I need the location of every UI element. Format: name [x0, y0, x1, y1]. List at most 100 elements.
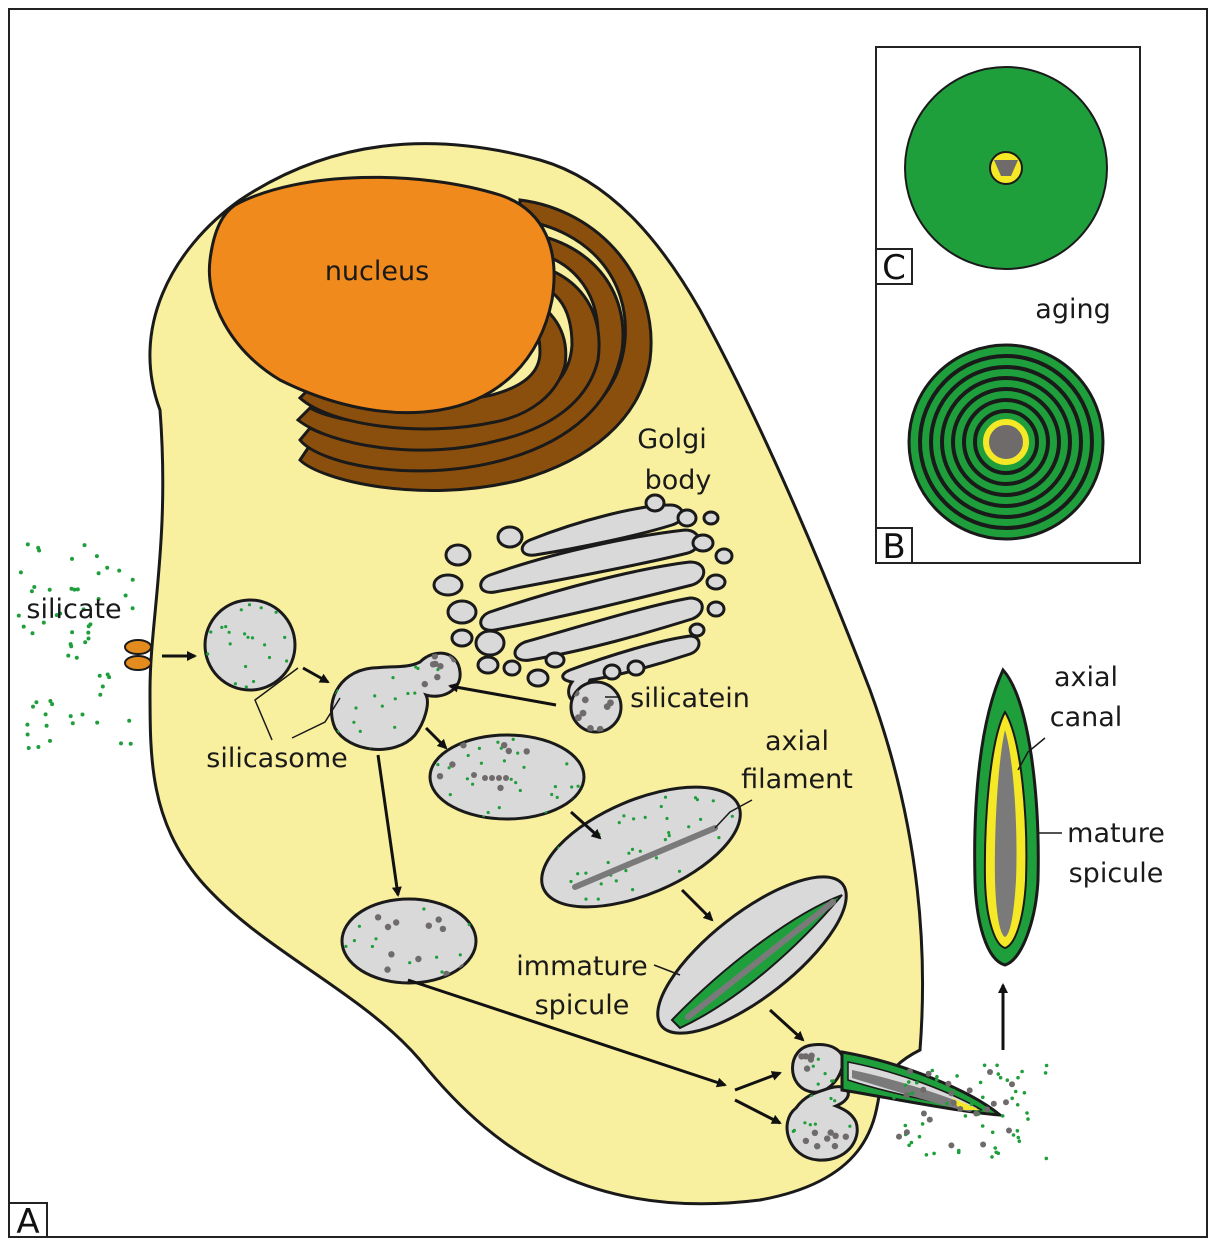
silicate-particle	[26, 542, 30, 546]
silicate-particle	[25, 723, 29, 727]
silica-particle	[1045, 1064, 1049, 1068]
silicatein-particle	[434, 674, 440, 680]
silica-particle	[1026, 1117, 1030, 1121]
silica-particle	[1014, 1090, 1018, 1094]
silicatein-particle	[426, 923, 432, 929]
silica-particle	[570, 785, 573, 788]
silica-particle	[516, 752, 519, 755]
silicate-particle	[48, 739, 52, 743]
label-axial-canal-line1: axial	[1054, 662, 1118, 693]
silicatein-particle	[984, 1106, 990, 1112]
silica-particle	[812, 1065, 815, 1068]
silicatein-particle	[497, 785, 503, 791]
label-silicasome: silicasome	[206, 743, 347, 774]
silica-particle	[904, 1124, 908, 1128]
silica-particle	[817, 1058, 820, 1061]
silica-particle	[487, 811, 490, 814]
silica-particle	[618, 821, 621, 824]
silica-particle	[631, 888, 634, 891]
silica-particle	[243, 632, 246, 635]
silica-particle	[565, 762, 568, 765]
silicatein-particle	[437, 663, 443, 669]
label-immature-spicule-line2: spicule	[535, 990, 630, 1021]
silica-particle	[381, 705, 384, 708]
silica-particle	[449, 793, 452, 796]
silica-particle	[660, 805, 663, 808]
silicatein-particle	[973, 1111, 979, 1117]
silica-particle	[1016, 1129, 1020, 1133]
silicatein-particle	[375, 914, 381, 920]
silica-particle	[923, 1077, 927, 1081]
silica-particle	[459, 953, 462, 956]
silica-particle	[957, 1151, 961, 1155]
silicate-particle	[31, 705, 35, 709]
silicatein-particle	[803, 1138, 809, 1144]
silica-particle	[935, 1078, 939, 1082]
silicate-particle	[83, 640, 87, 644]
silica-particle	[955, 1074, 959, 1078]
silica-particle	[252, 680, 255, 683]
silicatein-particle	[430, 661, 436, 667]
silica-particle	[624, 869, 627, 872]
silicatein-particle	[948, 1090, 954, 1096]
silica-particle	[374, 937, 377, 940]
silica-particle	[993, 1146, 997, 1150]
silicatein-particle	[991, 1101, 997, 1107]
silicate-particle	[34, 700, 38, 704]
panel-label-c: C	[876, 248, 912, 288]
silicatein-particle	[926, 1071, 932, 1077]
silicate-particle	[105, 566, 109, 570]
silica-particle	[925, 1153, 929, 1157]
vesicle-filament-forming	[430, 735, 584, 819]
silicatein-particle	[967, 1087, 973, 1093]
silica-particle	[990, 1155, 994, 1159]
silicatein-particle	[843, 1134, 849, 1140]
silicate-particle	[66, 654, 70, 658]
silica-particle	[981, 1124, 985, 1128]
label-nucleus: nucleus	[325, 256, 429, 287]
silicate-particle	[127, 719, 131, 723]
panel-letter-b: B	[882, 527, 905, 567]
silica-particle	[627, 852, 630, 855]
silica-particle	[904, 1083, 908, 1087]
silicatein-particle	[388, 951, 394, 957]
silicate-particle	[106, 673, 110, 677]
silicatein-particle	[440, 926, 446, 932]
silicatein-particle	[436, 916, 442, 922]
silica-particle	[373, 694, 376, 697]
label-aging: aging	[1035, 294, 1110, 325]
silicatein-particle	[1006, 1128, 1012, 1134]
silicate-particle	[124, 594, 128, 598]
silica-particle	[391, 676, 394, 679]
silica-particle	[981, 1096, 985, 1100]
silicatein-particle	[798, 1053, 804, 1059]
silica-particle	[246, 636, 249, 639]
panel-letter-c: C	[882, 248, 906, 288]
label-golgi-line2: body	[645, 465, 712, 496]
silica-particle	[569, 880, 572, 883]
silicatein-particle	[987, 1069, 993, 1075]
silica-particle	[263, 643, 266, 646]
silica-particle	[1023, 1091, 1027, 1095]
silicatein-particle	[449, 761, 455, 767]
silica-particle	[991, 1131, 995, 1135]
vesicle-silicatein-small	[571, 682, 621, 733]
silica-particle	[522, 766, 525, 769]
silica-particle	[803, 1121, 806, 1124]
silica-particle	[964, 1114, 968, 1118]
silica-particle	[344, 945, 347, 948]
silicate-particle	[69, 642, 73, 646]
silica-particle	[632, 817, 635, 820]
silicate-particle	[97, 571, 101, 575]
silica-particle	[248, 603, 251, 606]
silica-particle	[910, 1141, 914, 1145]
silicatein-particle	[501, 742, 507, 748]
silicatein-particle	[385, 924, 391, 930]
silica-particle	[268, 656, 271, 659]
silica-particle	[607, 861, 610, 864]
silica-particle	[228, 631, 231, 634]
silica-particle	[352, 721, 355, 724]
silica-particle	[979, 1081, 983, 1085]
silica-particle	[435, 956, 438, 959]
silicate-particle	[95, 554, 99, 558]
